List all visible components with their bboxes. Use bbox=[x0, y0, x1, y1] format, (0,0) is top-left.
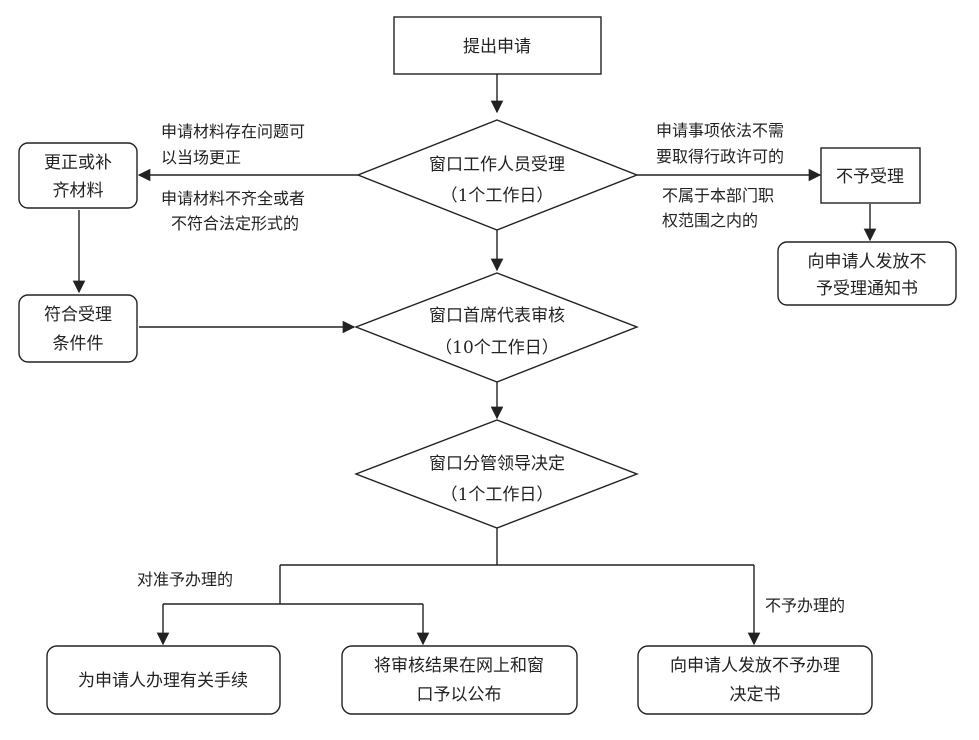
label-out-of-scope-1: 不属于本部门职 bbox=[662, 186, 774, 205]
svg-text:口予以公布: 口予以公布 bbox=[417, 685, 502, 705]
node-publish-result: 将审核结果在网上和窗 口予以公布 bbox=[341, 645, 578, 715]
label-reject: 不予办理的 bbox=[765, 596, 845, 615]
svg-text:更正或补: 更正或补 bbox=[44, 153, 112, 173]
label-out-of-scope-2: 权范围之内的 bbox=[662, 211, 758, 230]
node-refuse-decision: 向申请人发放不予办理 决定书 bbox=[637, 645, 873, 715]
svg-text:将审核结果在网上和窗: 将审核结果在网上和窗 bbox=[374, 656, 544, 676]
svg-text:窗口工作人员受理: 窗口工作人员受理 bbox=[429, 155, 565, 175]
svg-text:提出申请: 提出申请 bbox=[463, 37, 531, 57]
svg-text:决定书: 决定书 bbox=[730, 685, 781, 705]
node-not-accept-notice: 向申请人发放不 予受理通知书 bbox=[777, 241, 957, 306]
label-incomplete-2: 不符合法定形式的 bbox=[171, 214, 299, 233]
svg-text:（10个工作日）: （10个工作日） bbox=[435, 338, 559, 358]
svg-text:窗口分管领导决定: 窗口分管领导决定 bbox=[429, 454, 565, 474]
edge-labels: 申请材料存在问题可 以当场更正 申请材料不齐全或者 不符合法定形式的 申请事项依… bbox=[137, 121, 845, 615]
node-not-accept: 不予受理 bbox=[820, 147, 921, 204]
svg-text:予受理通知书: 予受理通知书 bbox=[816, 279, 918, 299]
connectors bbox=[72, 74, 877, 646]
svg-text:向申请人发放不予办理: 向申请人发放不予办理 bbox=[670, 656, 840, 676]
label-fix-on-spot-1: 申请材料存在问题可 bbox=[161, 122, 305, 141]
node-correct-materials: 更正或补 齐材料 bbox=[18, 142, 138, 209]
svg-text:（1个工作日）: （1个工作日） bbox=[441, 485, 554, 505]
label-approve: 对准予办理的 bbox=[137, 570, 233, 589]
node-chief-review: 窗口首席代表审核 （10个工作日） bbox=[354, 272, 639, 383]
node-leader-decision: 窗口分管领导决定 （1个工作日） bbox=[354, 419, 639, 529]
svg-text:为申请人办理有关手续: 为申请人办理有关手续 bbox=[78, 671, 248, 691]
node-window-accept: 窗口工作人员受理 （1个工作日） bbox=[356, 119, 639, 231]
svg-text:不予受理: 不予受理 bbox=[836, 167, 904, 187]
svg-text:（1个工作日）: （1个工作日） bbox=[441, 186, 554, 206]
label-incomplete-1: 申请材料不齐全或者 bbox=[161, 189, 305, 208]
node-submit: 提出申请 bbox=[393, 16, 602, 75]
svg-text:窗口首席代表审核: 窗口首席代表审核 bbox=[429, 306, 565, 326]
svg-text:齐材料: 齐材料 bbox=[53, 181, 104, 201]
label-no-permit-1: 申请事项依法不需 bbox=[656, 121, 784, 140]
svg-text:向申请人发放不: 向申请人发放不 bbox=[808, 252, 927, 272]
svg-text:符合受理: 符合受理 bbox=[44, 305, 112, 325]
svg-text:条件件: 条件件 bbox=[53, 334, 104, 354]
label-fix-on-spot-2: 以当场更正 bbox=[161, 148, 241, 167]
node-meets-conditions: 符合受理 条件件 bbox=[18, 294, 138, 363]
label-no-permit-2: 要取得行政许可的 bbox=[656, 147, 784, 166]
node-handle-procedures: 为申请人办理有关手续 bbox=[46, 645, 281, 715]
